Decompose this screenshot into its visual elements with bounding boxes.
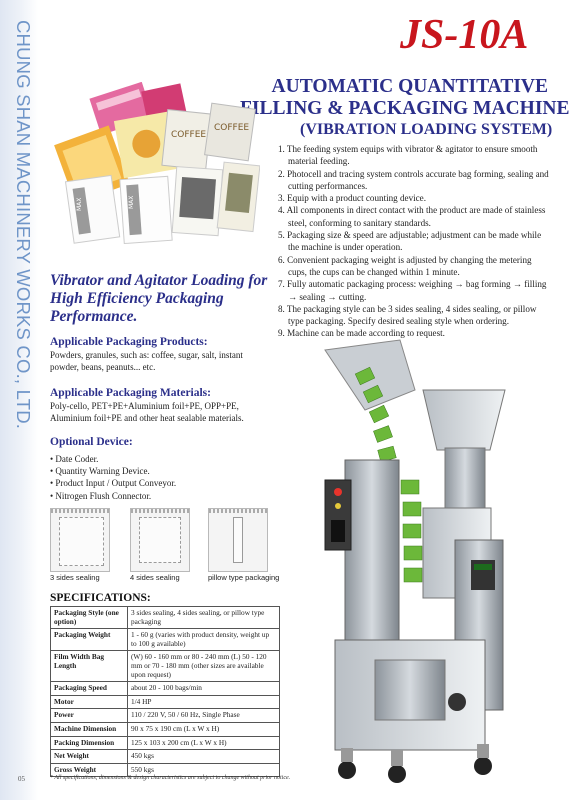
spec-key: Film Width Bag Length <box>50 650 128 683</box>
specifications-table: Packaging Style (one option)3 sides seal… <box>50 605 280 778</box>
materials-text: Poly-cello, PET+PE+Aluminium foil+PE, OP… <box>50 401 244 423</box>
optional-item: Date Coder. <box>50 453 176 465</box>
optional-item: Product Input / Output Conveyor. <box>50 477 176 489</box>
four-side-seal-diagram <box>130 508 190 572</box>
spec-key: Net Weight <box>50 749 128 764</box>
three-side-seal-diagram <box>50 508 110 572</box>
optional-item: Nitrogen Flush Connector. <box>50 490 176 502</box>
feature-item: 2. Photocell and tracing system controls… <box>278 168 549 191</box>
optional-device-list: Date Coder. Quantity Warning Device. Pro… <box>50 453 176 502</box>
specifications-heading: SPECIFICATIONS: <box>50 592 151 604</box>
materials-heading: Applicable Packaging Materials: <box>50 387 211 399</box>
optional-item: Quantity Warning Device. <box>50 465 176 477</box>
pillow-seal-diagram <box>208 508 268 572</box>
slogan: Vibrator and Agitator Loading for High E… <box>50 272 268 325</box>
sachet-label: COFFEE <box>171 130 206 140</box>
sachet-label: MAX <box>128 196 135 209</box>
spec-value: 450 kgs <box>127 749 280 764</box>
feature-item: 4. All components in direct contact with… <box>278 205 546 228</box>
spec-value: 1 - 60 g (varies with product density, w… <box>127 628 280 652</box>
seal-label: 4 sides sealing <box>130 573 180 582</box>
company-name-vertical: CHUNG SHAN MACHINERY WORKS CO., LTD. <box>13 20 34 430</box>
title-line-2: FILLING & PACKAGING MACHINE <box>240 98 570 119</box>
spec-key: Packaging Speed <box>50 681 128 696</box>
sachet-label: COFFEE <box>214 123 249 133</box>
table-row: Packaging Style (one option)3 sides seal… <box>50 605 280 630</box>
optional-heading: Optional Device: <box>50 436 133 448</box>
spec-value: 1/4 HP <box>127 694 280 710</box>
table-row: Film Width Bag Length(W) 60 - 160 mm or … <box>50 650 280 683</box>
product-sachets-photo: COFFEE COFFEE MAX MAX <box>54 82 260 245</box>
spec-key: Packaging Style (one option) <box>50 605 128 630</box>
seal-label: pillow type packaging <box>208 573 280 582</box>
feature-item: 5. Packaging size & speed are adjustable… <box>278 230 542 253</box>
spec-value: 125 x 103 x 200 cm (L x W x H) <box>127 735 280 751</box>
spec-value: about 20 - 100 bags/min <box>127 681 280 696</box>
spec-key: Packing Dimension <box>50 735 128 751</box>
side-band <box>0 0 38 800</box>
spec-key: Machine Dimension <box>50 721 128 737</box>
spec-value: 3 sides sealing, 4 sides sealing, or pil… <box>127 605 280 630</box>
feature-list: 1. The feeding system equips with vibrat… <box>278 143 552 340</box>
title-line-1: AUTOMATIC QUANTITATIVE <box>271 76 548 97</box>
feature-item: 1. The feeding system equips with vibrat… <box>278 144 538 167</box>
page-number: 05 <box>18 775 25 783</box>
model-number: JS-10A <box>400 12 529 58</box>
packaging-machine-photo <box>324 339 506 783</box>
feature-item: 8. The packaging style can be 3 sides se… <box>278 303 537 327</box>
spec-value: 110 / 220 V, 50 / 60 Hz, Single Phase <box>127 708 280 723</box>
feature-item: 9. Machine can be made according to requ… <box>278 328 445 339</box>
spec-key: Packaging Weight <box>50 628 128 652</box>
feature-item: 6. Convenient packaging weight is adjust… <box>278 254 532 277</box>
products-text: Powders, granules, such as: coffee, suga… <box>50 350 243 372</box>
spec-value: 90 x 75 x 190 cm (L x W x H) <box>127 721 280 737</box>
seal-label: 3 sides sealing <box>50 573 100 582</box>
subtitle: (VIBRATION LOADING SYSTEM) <box>300 121 553 138</box>
sachet-label: MAX <box>76 198 83 211</box>
spec-key: Power <box>50 708 128 723</box>
spec-value: (W) 60 - 160 mm or 80 - 240 mm (L) 50 - … <box>127 650 280 683</box>
products-heading: Applicable Packaging Products: <box>50 336 208 348</box>
feature-item: 3. Equip with a product counting device. <box>278 193 426 204</box>
footnote: * All specifications, dimensions & desig… <box>50 775 291 781</box>
spec-value: 550 kgs <box>127 762 280 778</box>
spec-key: Motor <box>50 694 128 710</box>
feature-item: 7. Fully automatic packaging process: we… <box>278 279 547 302</box>
